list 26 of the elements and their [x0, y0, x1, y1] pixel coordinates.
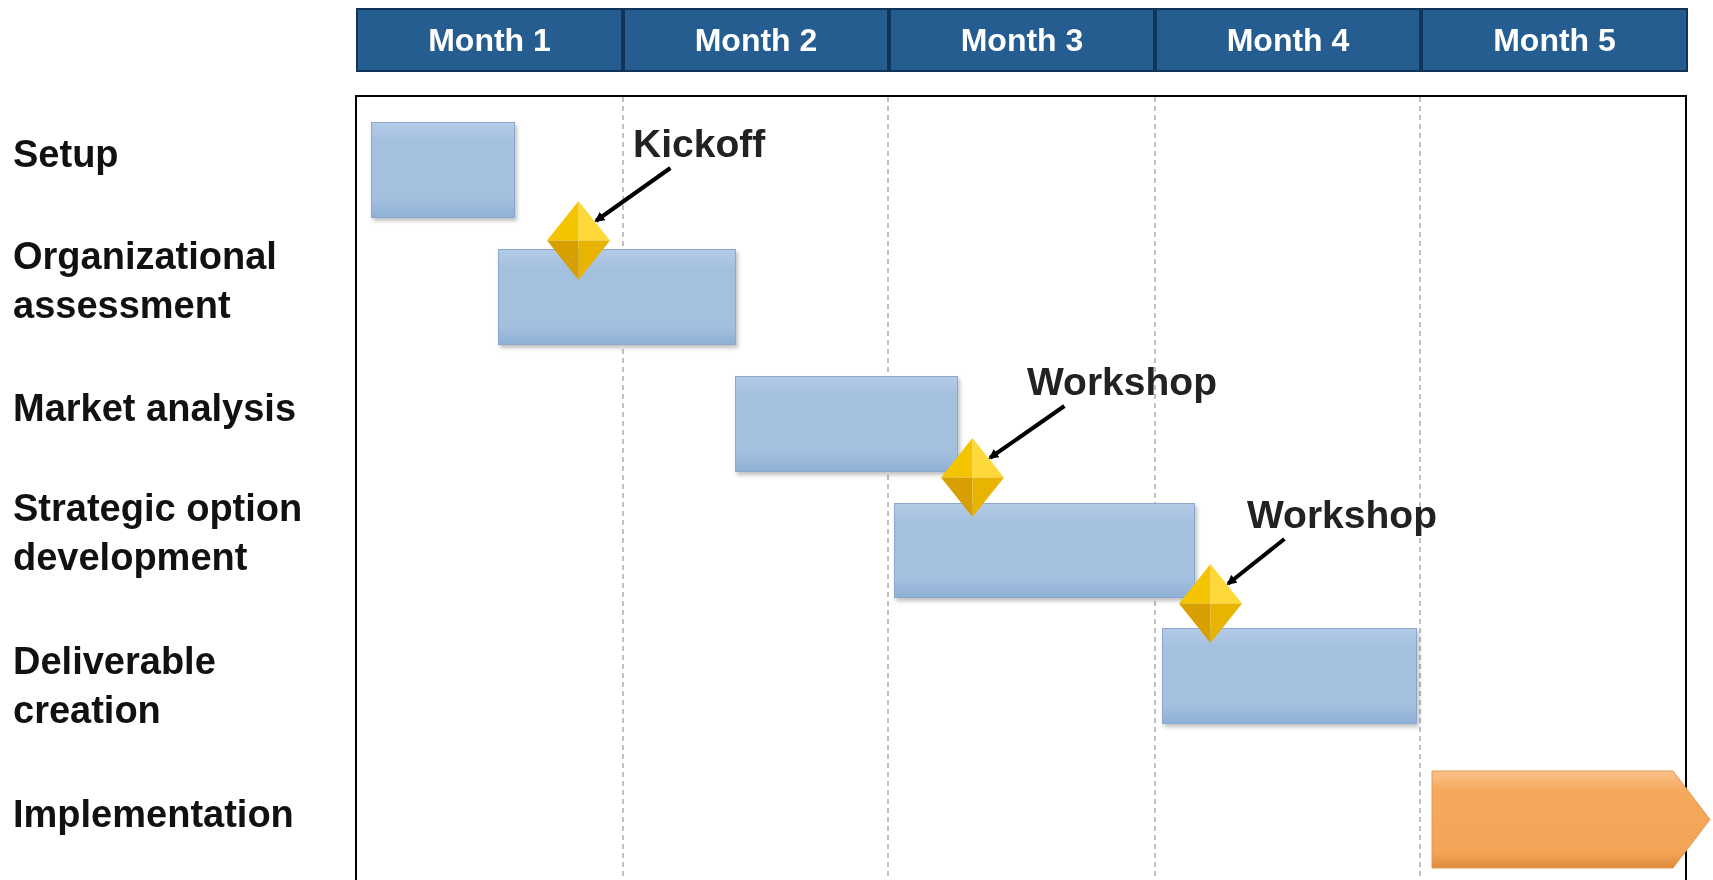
- row-label: Setup: [13, 131, 120, 177]
- milestone-label: Kickoff: [633, 122, 766, 166]
- task-bar: [1162, 628, 1417, 724]
- row-label: Market analysis: [13, 385, 298, 431]
- milestone-label: Workshop: [1247, 493, 1437, 537]
- row-label: Strategic option development: [13, 485, 304, 580]
- month-header-cell: Month 2: [623, 8, 889, 72]
- row-label: Organizational assessment: [13, 233, 278, 328]
- row-label: Implementation: [13, 791, 295, 837]
- arrow: [988, 404, 1066, 460]
- task-arrow: [1431, 770, 1711, 869]
- arrow: [1226, 537, 1286, 586]
- milestone-diamond: [547, 201, 610, 280]
- month-header-cell: Month 4: [1155, 8, 1421, 72]
- task-bar: [498, 249, 736, 345]
- milestone-diamond: [941, 438, 1004, 517]
- milestone-diamond: [1179, 564, 1242, 643]
- month-header-cell: Month 1: [356, 8, 623, 72]
- task-bar: [371, 122, 515, 218]
- row-label: Deliverable creation: [13, 638, 217, 733]
- month-header-cell: Month 5: [1421, 8, 1688, 72]
- arrow: [594, 166, 672, 223]
- task-bar: [735, 376, 958, 472]
- milestone-label: Workshop: [1027, 360, 1217, 404]
- month-header-cell: Month 3: [889, 8, 1155, 72]
- task-bar: [894, 503, 1195, 598]
